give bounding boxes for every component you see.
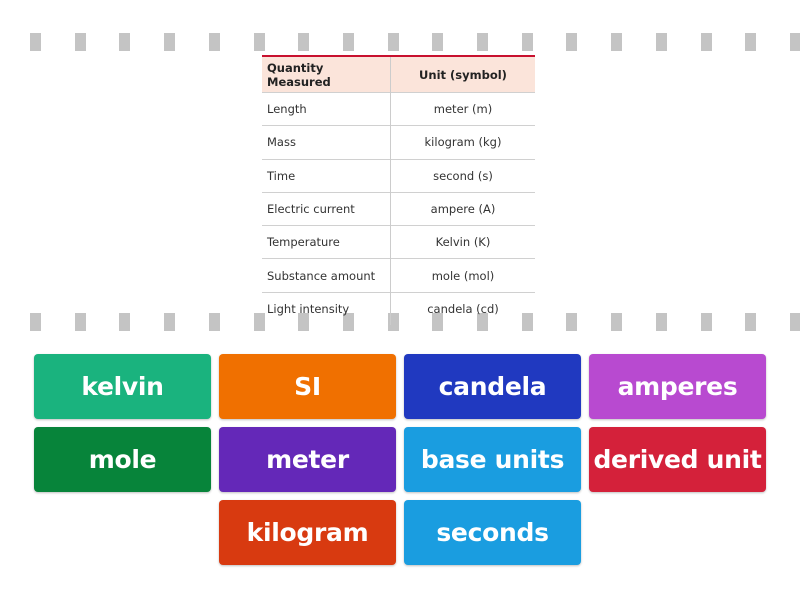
- quantity-cell: Temperature: [262, 225, 391, 259]
- dash: [387, 33, 399, 51]
- unit-cell: candela (cd): [390, 291, 535, 326]
- dash: [119, 313, 131, 331]
- dash: [566, 313, 578, 331]
- dash: [253, 33, 265, 51]
- drop-zone-top-border: [0, 33, 800, 51]
- dash: [30, 33, 41, 51]
- quantity-cell: Time: [262, 158, 391, 193]
- unit-cell: Kelvin (K): [390, 225, 535, 259]
- header-quantity: Quantity Measured: [262, 57, 391, 93]
- answer-tile-mole[interactable]: mole: [34, 427, 211, 492]
- dash: [566, 33, 578, 51]
- dash: [30, 313, 41, 331]
- answer-tile-amperes[interactable]: amperes: [589, 354, 766, 419]
- answer-tile-derived-unit[interactable]: derived unit: [589, 427, 766, 492]
- unit-cell: second (s): [390, 158, 535, 193]
- quantity-cell: Length: [262, 91, 391, 126]
- dash: [298, 33, 310, 51]
- quantity-cell: Mass: [262, 125, 391, 160]
- quantity-cell: Substance amount: [262, 258, 391, 293]
- dash: [164, 33, 176, 51]
- dash: [700, 33, 712, 51]
- dash: [432, 33, 444, 51]
- dash: [655, 33, 667, 51]
- dash: [700, 313, 712, 331]
- dash: [253, 313, 265, 331]
- dash: [208, 313, 220, 331]
- unit-cell: kilogram (kg): [390, 125, 535, 160]
- quantity-cell: Light intensity: [262, 291, 391, 326]
- unit-cell: ampere (A): [390, 191, 535, 226]
- unit-cell: mole (mol): [390, 258, 535, 293]
- answer-tile-SI[interactable]: SI: [219, 354, 396, 419]
- answer-tile-meter[interactable]: meter: [219, 427, 396, 492]
- header-unit: Unit (symbol): [390, 57, 535, 93]
- dash: [208, 33, 220, 51]
- dash: [164, 313, 176, 331]
- dash: [342, 33, 354, 51]
- dash: [745, 313, 757, 331]
- answer-tile-base-units[interactable]: base units: [404, 427, 581, 492]
- answer-tile-kilogram[interactable]: kilogram: [219, 500, 396, 565]
- answer-tile-seconds[interactable]: seconds: [404, 500, 581, 565]
- unit-cell: meter (m): [390, 91, 535, 126]
- dash: [789, 313, 800, 331]
- dash: [74, 33, 86, 51]
- answer-tile-kelvin[interactable]: kelvin: [34, 354, 211, 419]
- dash: [655, 313, 667, 331]
- dash: [74, 313, 86, 331]
- dash: [745, 33, 757, 51]
- answer-tile-candela[interactable]: candela: [404, 354, 581, 419]
- dash: [611, 33, 623, 51]
- dash: [477, 33, 488, 51]
- dash: [119, 33, 131, 51]
- quantity-cell: Electric current: [262, 191, 391, 226]
- dash: [789, 33, 800, 51]
- dash: [521, 33, 533, 51]
- dash: [611, 313, 623, 331]
